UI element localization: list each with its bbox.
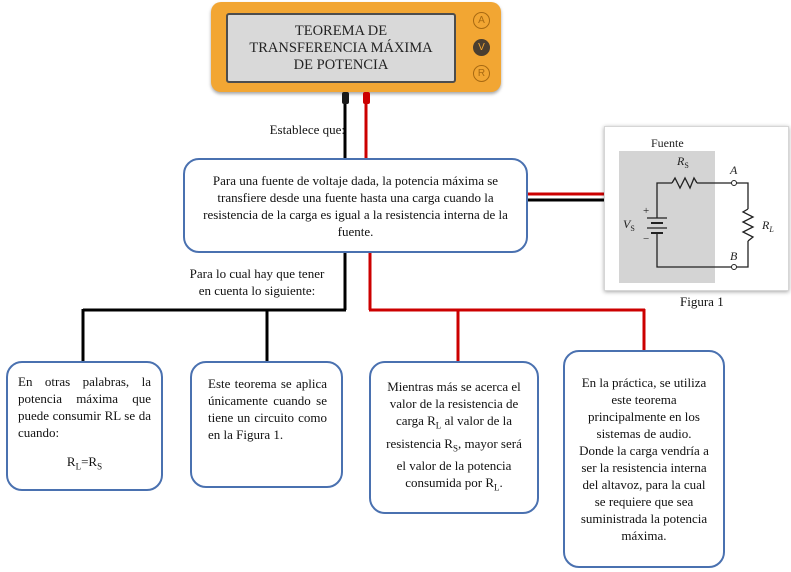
voltage-source-battery xyxy=(647,217,667,234)
consideration-label: Para lo cual hay que tener en cuenta lo … xyxy=(172,265,342,299)
consideration-line-2: en cuenta lo siguiente: xyxy=(198,283,316,298)
black-wire-main xyxy=(81,103,605,367)
terminal-a xyxy=(731,180,737,186)
red-wire-main xyxy=(364,103,646,365)
proximity-sub-1: L xyxy=(435,420,442,431)
rl-resistor xyxy=(741,208,755,242)
circuit-wire-bottom xyxy=(656,233,732,268)
circuit-diagram: Fuente RS A B VS + − RL xyxy=(619,136,774,283)
consequence-box: En otras palabras, la potencia máxima qu… xyxy=(6,361,163,491)
applicability-box: Este teorema se aplica únicamente cuando… xyxy=(190,361,343,488)
figure-caption: Figura 1 xyxy=(680,294,724,309)
proximity-text-3: , mayor será el valor de la potencia con… xyxy=(396,435,522,491)
node-b-label: B xyxy=(730,249,738,263)
formula-rl-sub: L xyxy=(75,461,82,472)
multimeter: TEOREMA DE TRANSFERENCIA MÁXIMA DE POTEN… xyxy=(211,2,501,92)
consideration-line-1: Para lo cual hay que tener xyxy=(189,266,325,281)
establece-label: Establece que: xyxy=(269,122,345,137)
plus-sign: + xyxy=(643,205,649,217)
proximity-text-1: Mientras más se acerca el valor de la re… xyxy=(387,379,521,429)
red-probe-plug xyxy=(363,92,370,104)
proximity-text-2: al valor de la resistencia R xyxy=(386,413,513,451)
consequence-text: En otras palabras, la potencia máxima qu… xyxy=(18,374,151,440)
proximity-text: Mientras más se acerca el valor de la re… xyxy=(383,378,525,497)
circuit-wire-load-bottom xyxy=(736,241,749,268)
proximity-sub-3: L xyxy=(494,482,500,493)
ohmmeter-button[interactable]: R xyxy=(473,65,490,82)
proximity-box: Mientras más se acerca el valor de la re… xyxy=(369,361,539,514)
rl-label: RL xyxy=(761,218,774,234)
statement-text: Para una fuente de voltaje dada, la pote… xyxy=(203,172,508,239)
circuit-figure: Fuente RS A B VS + − RL xyxy=(604,126,789,291)
practical-use-text: En la práctica, se utiliza este teorema … xyxy=(579,375,709,543)
proximity-text-4: . xyxy=(499,475,503,491)
source-shaded-area xyxy=(619,151,715,283)
minus-sign: − xyxy=(643,233,649,245)
multimeter-screen: TEOREMA DE TRANSFERENCIA MÁXIMA DE POTEN… xyxy=(226,13,456,83)
node-a-label: A xyxy=(729,163,738,177)
black-probe-plug xyxy=(342,92,349,104)
screen-line-1: TEOREMA DE xyxy=(294,22,388,39)
formula-eq-r: =R xyxy=(81,454,98,469)
screen-line-3: DE POTENCIA xyxy=(293,56,389,73)
circuit-wire-load-top xyxy=(736,182,749,209)
vs-label: VS xyxy=(623,217,635,233)
proximity-sub-2: S xyxy=(452,443,458,454)
equality-formula: RL=RS xyxy=(18,453,151,476)
ammeter-button[interactable]: A xyxy=(473,12,490,29)
formula-rl-r: R xyxy=(66,454,76,469)
statement-box: Para una fuente de voltaje dada, la pote… xyxy=(183,158,528,253)
rs-label: RS xyxy=(676,154,689,170)
applicability-text: Este teorema se aplica únicamente cuando… xyxy=(208,376,327,442)
voltmeter-button[interactable]: V xyxy=(473,39,490,56)
circuit-wire-top-left xyxy=(656,182,672,218)
rs-resistor xyxy=(671,176,698,190)
practical-use-box: En la práctica, se utiliza este teorema … xyxy=(563,350,725,568)
source-title: Fuente xyxy=(651,136,684,150)
screen-line-2: TRANSFERENCIA MÁXIMA xyxy=(249,39,433,56)
formula-rs-sub: S xyxy=(97,461,103,472)
terminal-b xyxy=(731,264,737,270)
